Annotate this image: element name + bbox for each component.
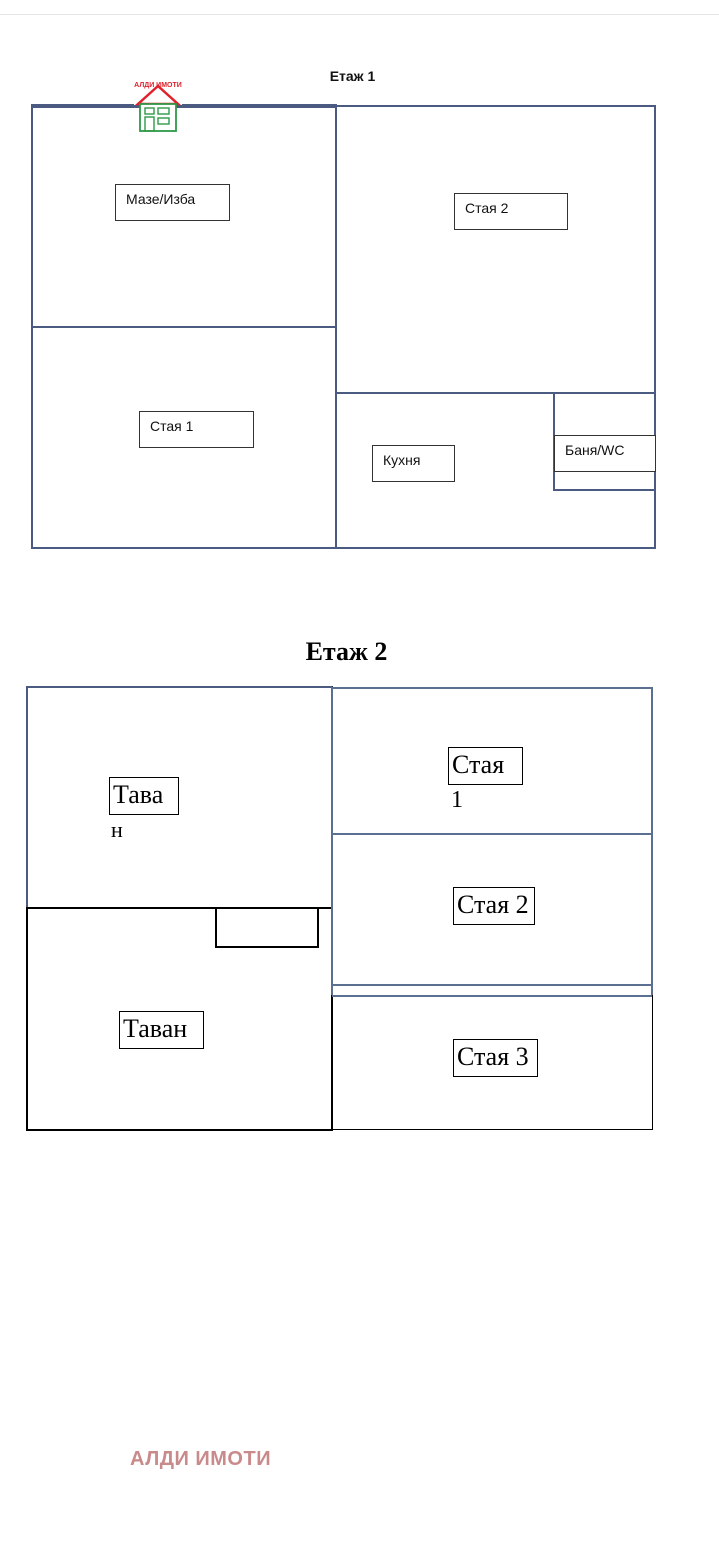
- floor1-label-kitchen: Кухня: [372, 445, 455, 482]
- floor1-label-basement: Мазе/Изба: [115, 184, 230, 221]
- floor2-attic-opening: [215, 907, 319, 948]
- floor1-room-2: [335, 105, 656, 394]
- logo-top-text: АЛДИ ИМОТИ: [134, 82, 182, 89]
- floor2-label-attic-bottom: Таван: [119, 1011, 204, 1049]
- top-divider: [0, 14, 719, 15]
- floor2-title: Етаж 2: [305, 637, 388, 666]
- floor2-label-room2: Стая 2: [453, 887, 535, 925]
- floor2-label-attic-top-wrap: н: [111, 817, 123, 842]
- floor2-label-attic-top: Тава: [109, 777, 179, 815]
- floor2-label-room1-wrap: 1: [451, 787, 463, 813]
- floor1-label-room1: Стая 1: [139, 411, 254, 448]
- floor2-room-attic-top: [26, 686, 333, 909]
- floor2-room-attic-bottom: [26, 907, 333, 1131]
- floor2-room-3: [331, 995, 653, 1130]
- logo: АЛДИ ИМОТИ: [134, 78, 182, 134]
- floor1-label-bath: Баня/WC: [554, 435, 656, 472]
- floor2-label-room1: Стая: [448, 747, 523, 785]
- floor2-label-room3: Стая 3: [453, 1039, 538, 1077]
- watermark: АЛДИ ИМОТИ: [130, 1448, 272, 1470]
- floor2-corridor: [331, 984, 653, 997]
- floor1-top-wall-thick: [31, 104, 337, 108]
- floor1-title: Етаж 1: [329, 68, 376, 84]
- floor1-label-room2: Стая 2: [454, 193, 568, 230]
- house-logo-icon: АЛДИ ИМОТИ: [134, 82, 182, 132]
